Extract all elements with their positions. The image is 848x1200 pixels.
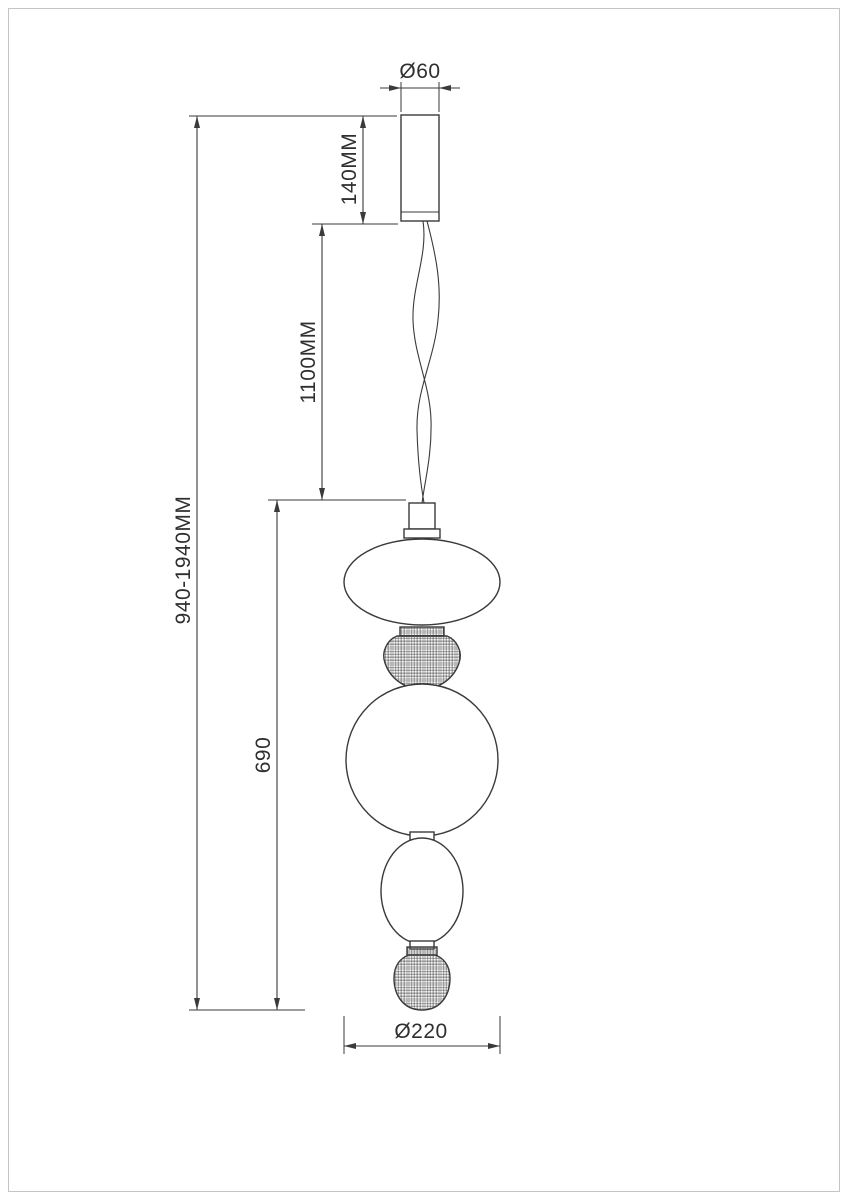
dim-fixture-diameter: Ø220 — [344, 1020, 500, 1049]
dim-canopy-height-label: 140MM — [338, 133, 361, 206]
dim-canopy-height: 140MM — [338, 116, 366, 224]
dim-cable-length: 1100MM — [297, 224, 325, 500]
power-cord — [416, 220, 440, 504]
cord-fitting — [408, 502, 436, 530]
glass-top-ellipse — [343, 538, 501, 626]
lamp-canopy — [400, 114, 440, 222]
fitting-flange — [403, 528, 441, 539]
dim-fixture-height: 690 — [252, 500, 280, 1010]
dim-canopy-diameter-label: Ø60 — [399, 60, 440, 83]
dim-fixture-height-label: 690 — [252, 737, 275, 774]
dim-fixture-diameter-label: Ø220 — [394, 1020, 447, 1043]
glass-oval — [380, 837, 464, 945]
dim-canopy-diameter: Ø60 — [380, 60, 460, 91]
lamp-glass-body — [343, 538, 501, 1011]
textured-band-bottom — [406, 946, 438, 956]
lamp-fitting — [403, 502, 441, 539]
glass-sphere — [345, 683, 499, 837]
textured-band-top — [399, 626, 445, 637]
canopy-body — [400, 114, 440, 222]
dim-overall-height-label: 940-1940MM — [172, 496, 195, 625]
dim-cable-length-label: 1100MM — [297, 320, 320, 403]
dim-overall-height: 940-1940MM — [172, 116, 200, 1010]
lamp-cables — [412, 220, 440, 504]
suspension-wire — [412, 220, 432, 504]
textured-bottom-bulb — [393, 954, 451, 1011]
textured-bun — [383, 635, 461, 690]
